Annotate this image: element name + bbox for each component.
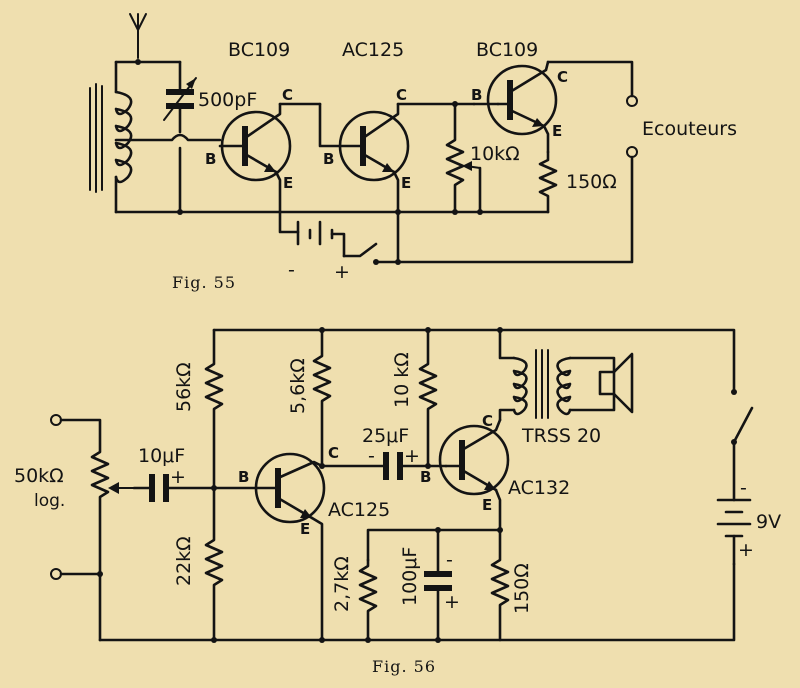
antenna-icon [129,13,147,65]
ac125-emitter-label: E [300,520,310,538]
r6-value-label: 150Ω [511,563,533,614]
capacitor-10uf: 10μF + [132,445,258,502]
ac125-type-label: AC125 [328,499,390,521]
c-couple-value-label: 25μF [362,425,409,447]
ac132-type-label: AC132 [508,477,570,499]
capacitor-100uf: 100μF - + [399,528,460,642]
resistor-10k: 10 kΩ [391,328,438,469]
ac125-collector-label: C [328,444,339,462]
q1-emitter-label: E [283,174,293,192]
input-pot-taper-label: log. [34,491,65,511]
resistor-150-ohm: 150Ω [490,528,533,642]
ac132-base-label: B [420,468,431,486]
ac132-emitter-label: E [482,496,492,514]
headphones-label: Ecouteurs [642,118,737,140]
c-couple-plus-label: + [404,445,420,467]
r2-value-label: 22kΩ [173,536,195,586]
transformer-label: TRSS 20 [521,425,601,447]
q3-emitter-label: E [552,122,562,140]
q1-base-label: B [205,150,216,168]
q1-type-label: BC109 [228,39,290,61]
q3-base-label: B [471,86,482,104]
figure-56-caption: Fig. 56 [372,657,436,676]
q3-collector-label: C [557,68,568,86]
resistor-5-6k: 5,6kΩ [287,328,332,468]
r3-value-label: 5,6kΩ [287,358,309,414]
input-pot-value-label: 50kΩ [14,465,64,487]
c-emit-minus-label: - [446,549,453,571]
c-in-plus-label: + [170,466,186,488]
capacitor-value-label: 500pF [198,89,257,111]
headphone-terminals: Ecouteurs [396,95,737,264]
q2-type-label: AC125 [342,39,404,61]
transistor-ac132: B C E AC132 [420,412,570,532]
c-in-value-label: 10μF [138,445,185,467]
pot-value-label: 10kΩ [470,143,520,165]
transistor-q3: BC109 C B E [471,39,634,154]
c-emit-plus-label: + [444,591,460,613]
transistor-q2: AC125 C B E [318,39,476,214]
resistor-150-label: 150Ω [566,171,617,193]
figure-55-caption: Fig. 55 [172,273,236,292]
q2-base-label: B [323,150,334,168]
figure-55: 500pF BC109 C B E AC125 C [89,13,737,292]
battery-9v: - + 9V [716,477,781,566]
battery-and-switch: - + [278,210,401,283]
q1-collector-label: C [282,86,293,104]
resistor-56k: 56kΩ [173,328,224,490]
battery-plus-label-56: + [738,539,754,561]
q3-type-label: BC109 [476,39,538,61]
ac125-base-label: B [238,468,249,486]
power-switch [731,389,754,502]
figure-56: 50kΩ log. 10μF + 56kΩ 22kΩ 5,6kΩ [14,327,781,676]
ac132-collector-label: C [482,412,493,430]
resistor-22k: 22kΩ [173,486,224,642]
resistor-150: 150Ω [538,150,617,214]
r1-value-label: 56kΩ [173,362,195,412]
capacitor-25uf: 25μF - + [320,425,448,480]
resistor-2-7k: 2,7kΩ [331,529,378,642]
battery-voltage-label: 9V [756,511,781,533]
q2-emitter-label: E [401,174,411,192]
antenna-coil [89,60,222,214]
battery-minus-label-56: - [740,477,747,499]
variable-capacitor-500pf: 500pF [163,60,257,214]
c-couple-minus-label: - [368,445,375,467]
potentiometer-10k: 10kΩ [445,101,520,214]
transistor-q1: BC109 C B E [205,39,322,214]
r4-value-label: 10 kΩ [391,352,413,408]
transistor-ac125: B C E AC125 [238,444,390,642]
q2-collector-label: C [396,86,407,104]
battery-minus-label: - [288,259,295,281]
battery-plus-label: + [334,261,350,283]
r5-value-label: 2,7kΩ [331,556,353,612]
speaker-icon [598,352,634,414]
output-transformer: TRSS 20 [498,328,616,447]
input-potentiometer-50k: 50kΩ log. [14,414,135,642]
c-emit-value-label: 100μF [399,547,421,606]
